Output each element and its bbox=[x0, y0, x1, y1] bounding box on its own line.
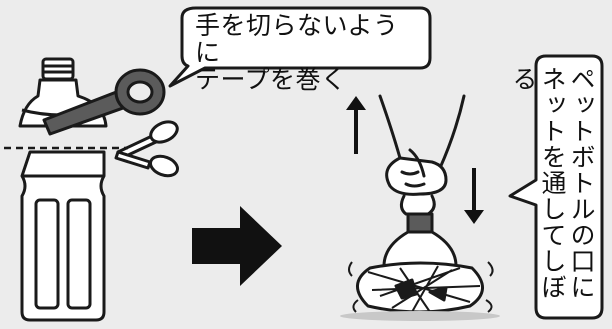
up-arrow-icon bbox=[346, 96, 366, 154]
tape-roll-icon bbox=[42, 68, 166, 136]
callout-top-line1: 手を切らないように bbox=[195, 11, 399, 67]
hand-icon bbox=[378, 94, 466, 216]
callout-right-text: ペットボトルの口に ネットを通してしぼる bbox=[509, 56, 598, 320]
callout-top-line2: テープを巻く bbox=[195, 65, 347, 94]
right-arrow-icon bbox=[192, 206, 282, 286]
down-arrow-icon bbox=[464, 168, 484, 224]
callout-right-line1: ペットボトルの口に bbox=[567, 66, 596, 300]
bottle-bottom-icon bbox=[20, 150, 106, 322]
net-bag-icon bbox=[340, 212, 500, 321]
scissors-icon bbox=[114, 120, 180, 178]
callout-right-bubble bbox=[508, 54, 604, 320]
callout-top-bubble bbox=[168, 6, 432, 88]
callout-top-text: 手を切らないように テープを巻く bbox=[183, 6, 427, 93]
callout-right-line2: ネットを通してしぼる bbox=[509, 66, 567, 300]
